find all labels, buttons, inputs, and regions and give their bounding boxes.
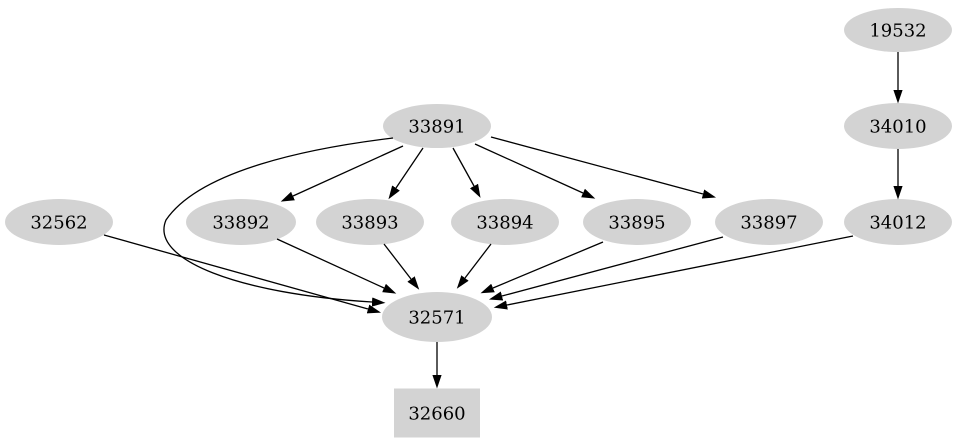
graph-node-33892: 33892 [186,199,296,245]
edge-33891-33894 [452,147,481,198]
graph-node-33895: 33895 [583,199,691,245]
graph-node-32562: 32562 [5,199,113,245]
node-label: 33894 [476,213,533,234]
graph-node-19532: 19532 [844,8,952,52]
node-ellipse-shape [715,199,823,245]
edge-33897-32571 [488,236,724,301]
node-label: 33895 [608,213,665,234]
node-ellipse-shape [451,199,559,245]
node-label: 32571 [408,308,465,329]
edge-33891-33897 [490,136,717,199]
node-label: 32562 [30,213,87,234]
node-label: 34010 [869,117,926,138]
edge-34012-32571 [493,235,854,310]
node-ellipse-shape [382,292,492,342]
edge-33894-32571 [456,243,492,289]
node-label: 34012 [869,213,926,234]
node-ellipse-shape [844,103,952,149]
edge-33891-33893 [388,147,424,200]
graph-node-34010: 34010 [844,103,952,149]
edge-33895-32571 [480,241,604,294]
node-ellipse-shape [583,199,691,245]
graph-node-32571: 32571 [382,292,492,342]
node-box-shape [394,388,480,438]
graph-node-32660: 32660 [394,388,480,438]
node-ellipse-shape [844,8,952,52]
edge-33891-33892 [280,145,404,202]
graph-node-33897: 33897 [715,199,823,245]
node-label: 33891 [408,117,465,138]
graph-node-33894: 33894 [451,199,559,245]
edges-layer [103,52,903,389]
node-label: 33893 [341,213,398,234]
node-label: 33892 [212,213,269,234]
nodes-layer: 19532 34010 34012 33891 32562 33892 33893 33894… [5,8,952,438]
edge-33892-32571 [276,238,397,294]
node-ellipse-shape [316,199,424,245]
edge-32562-32571 [103,234,381,314]
graph-node-34012: 34012 [844,199,952,245]
node-label: 19532 [869,21,926,42]
node-ellipse-shape [383,104,491,148]
node-label: 32660 [408,404,465,425]
edge-33893-32571 [383,243,420,290]
node-label: 33897 [740,213,797,234]
graph-node-33893: 33893 [316,199,424,245]
edge-33891-32571 [163,137,394,307]
edge-33891-33895 [474,143,596,199]
node-ellipse-shape [844,199,952,245]
node-ellipse-shape [186,199,296,245]
node-ellipse-shape [5,199,113,245]
graph-node-33891: 33891 [383,104,491,148]
